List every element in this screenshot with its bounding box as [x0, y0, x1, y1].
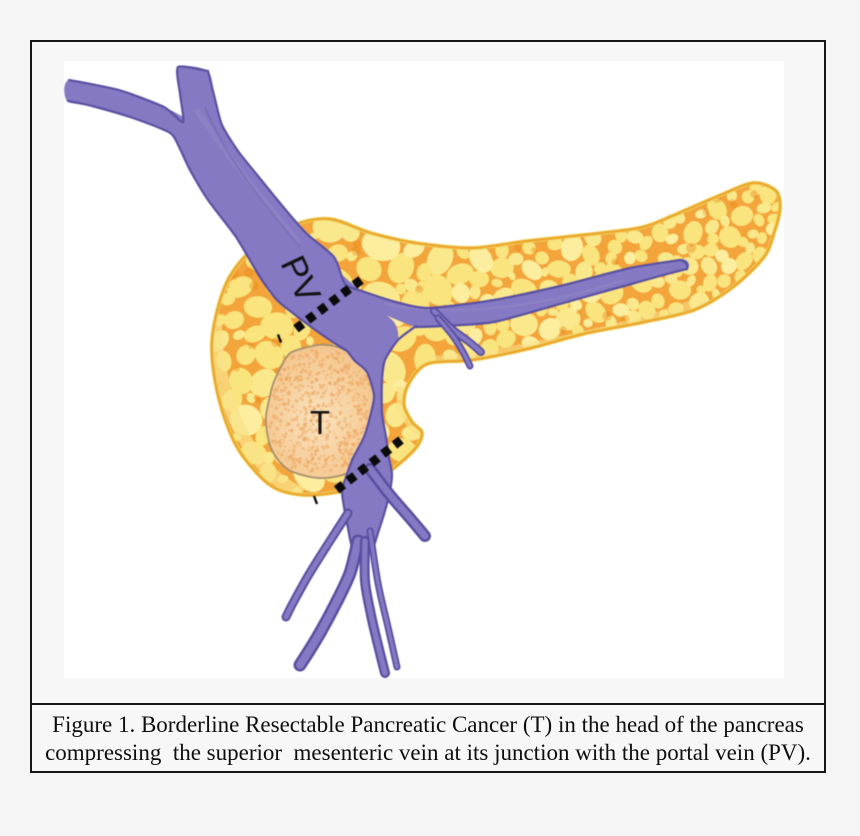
- svg-text:T: T: [310, 404, 330, 441]
